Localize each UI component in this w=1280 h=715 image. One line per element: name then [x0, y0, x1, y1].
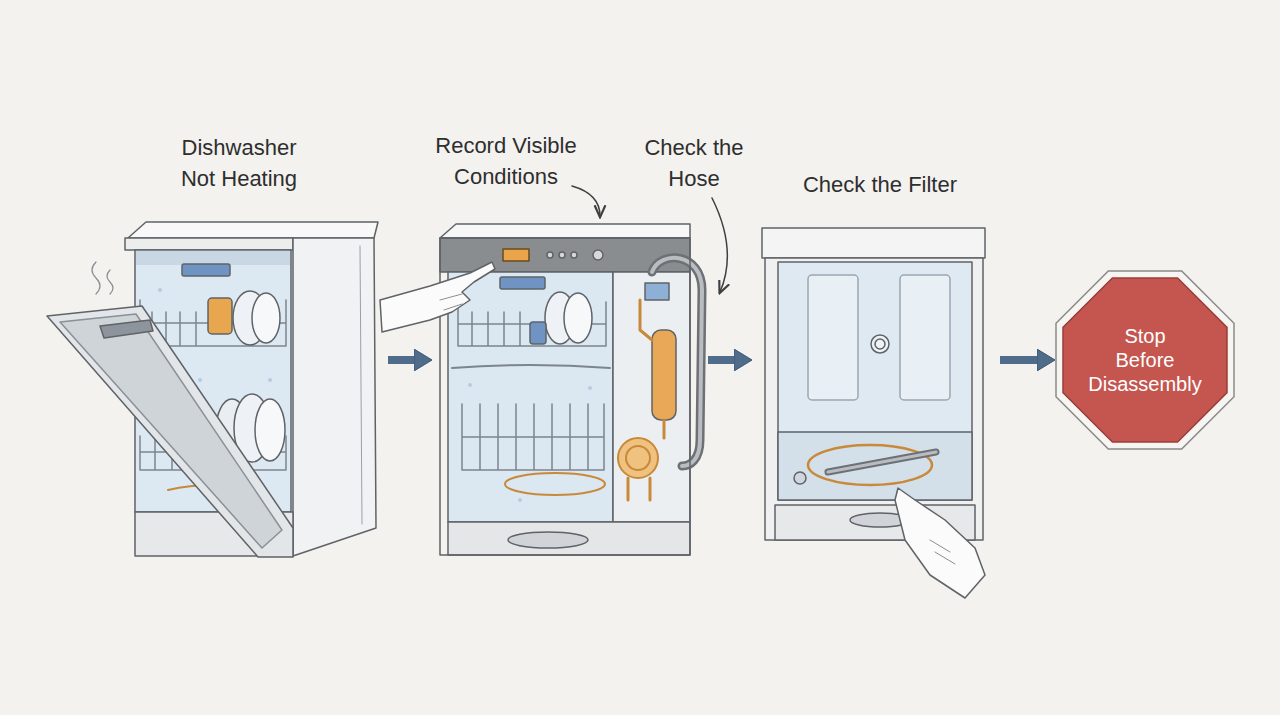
dishwasher-interior — [503, 249, 529, 261]
open-dishwasher — [158, 288, 162, 292]
open-dishwasher — [47, 306, 293, 557]
dishwasher-interior — [468, 383, 472, 387]
dishwasher-interior — [505, 473, 605, 495]
dishwasher-filter — [828, 452, 936, 472]
sign-text: Stop Before Disassembly — [1080, 324, 1210, 396]
step-heading: Dishwasher Not Heating — [169, 133, 309, 195]
open-dishwasher — [125, 238, 293, 250]
pointing-hand — [440, 294, 462, 310]
dishwasher-interior — [559, 252, 565, 258]
dishwasher-interior — [645, 283, 669, 300]
octagon-fill — [1063, 278, 1227, 442]
dishwasher-filter — [762, 228, 985, 258]
dishwasher-filter — [828, 452, 936, 472]
pointing-hand — [895, 488, 985, 598]
dishwasher-interior — [448, 522, 690, 555]
stop-sign: Stop Before Disassembly — [1055, 270, 1235, 450]
open-dishwasher — [92, 262, 113, 294]
dishwasher-interior — [547, 252, 553, 258]
dishwasher-interior — [593, 250, 603, 260]
dishwasher-interior — [613, 272, 690, 522]
dishwasher-interior — [618, 438, 658, 478]
step-panel: Check the Filter — [752, 165, 1000, 550]
dishwasher-interior — [440, 224, 690, 238]
open-dishwasher — [128, 222, 378, 238]
dishwasher-filter — [765, 258, 983, 540]
dishwasher-interior — [462, 404, 604, 470]
dishwasher-interior — [571, 252, 577, 258]
open-dishwasher — [100, 320, 153, 338]
callout-label: Check the Hose — [638, 133, 750, 195]
step-panel: Record Visible Conditions — [432, 130, 708, 560]
dishwasher-filter — [762, 228, 985, 540]
open-dishwasher — [255, 399, 285, 461]
pointing-hand — [895, 488, 985, 598]
flow-arrow — [708, 356, 734, 364]
dishwasher-filter — [794, 472, 806, 484]
dishwasher-filter — [778, 432, 972, 500]
dishwasher-filter — [808, 275, 858, 400]
octagon-border — [1056, 271, 1234, 449]
leader-arrow — [712, 198, 727, 292]
open-dishwasher — [60, 314, 282, 548]
dishwasher-filter — [875, 339, 885, 349]
open-dishwasher — [252, 293, 280, 343]
open-dishwasher — [182, 264, 230, 276]
pointing-hand — [380, 262, 495, 332]
dishwasher-interior — [652, 258, 702, 466]
dishwasher-interior — [448, 272, 613, 522]
open-dishwasher — [198, 378, 202, 382]
dishwasher-interior — [626, 446, 650, 470]
pointing-hand — [380, 262, 495, 332]
step-panel: Dishwasher Not Heating — [45, 130, 388, 560]
leader-arrow — [572, 186, 727, 292]
open-dishwasher — [208, 298, 232, 334]
dishwasher-interior — [452, 365, 610, 368]
pointing-hand — [930, 540, 955, 564]
flow-arrow — [388, 356, 414, 364]
open-dishwasher — [360, 246, 362, 524]
dishwasher-interior — [508, 532, 588, 548]
open-dishwasher — [268, 378, 272, 382]
dishwasher-filter — [871, 335, 889, 353]
leader-arrow — [572, 186, 600, 216]
illustration-group — [47, 186, 985, 598]
flow-arrow — [1000, 356, 1037, 364]
dishwasher-interior — [530, 322, 546, 344]
step-heading: Record Visible Conditions — [421, 131, 591, 193]
dishwasher-interior — [640, 300, 664, 438]
dishwasher-filter — [778, 262, 972, 500]
dishwasher-interior — [564, 293, 592, 343]
dishwasher-interior — [500, 277, 545, 289]
dishwasher-interior — [518, 498, 522, 502]
dishwasher-interior — [440, 238, 690, 555]
step-heading: Check the Filter — [765, 170, 995, 201]
open-dishwasher — [136, 251, 290, 265]
dishwasher-interior — [652, 330, 676, 420]
dishwasher-interior — [588, 386, 592, 390]
dishwasher-interior — [628, 478, 650, 500]
dishwasher-filter — [900, 275, 950, 400]
dishwasher-interior — [652, 258, 702, 466]
open-dishwasher — [47, 222, 378, 557]
open-dishwasher — [293, 238, 376, 556]
